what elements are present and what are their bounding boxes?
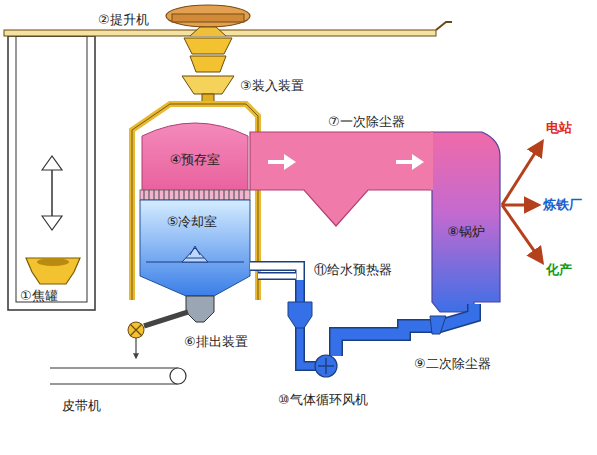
path-shape xyxy=(288,302,312,328)
line-shape xyxy=(164,190,165,200)
path-shape xyxy=(190,246,200,255)
path-shape xyxy=(250,132,432,226)
path-shape xyxy=(268,154,296,170)
path-shape xyxy=(140,200,250,296)
path-shape xyxy=(336,304,474,356)
line-shape xyxy=(244,190,245,200)
ellipse-shape xyxy=(37,258,69,266)
rect-shape xyxy=(140,190,250,200)
g-shape xyxy=(144,190,244,200)
callout-label: ②提升机 xyxy=(98,12,149,28)
line-shape xyxy=(179,190,180,200)
circle-shape xyxy=(315,355,337,377)
path-shape xyxy=(142,123,248,196)
path-shape xyxy=(182,76,234,94)
hoist xyxy=(4,5,452,36)
path-shape xyxy=(258,272,296,280)
line-shape xyxy=(204,190,205,200)
line-shape xyxy=(144,190,145,200)
path-shape xyxy=(190,56,226,72)
circle-shape xyxy=(170,368,186,384)
line-shape xyxy=(154,190,155,200)
destination-label: 电站 xyxy=(546,120,572,136)
circle-shape xyxy=(128,322,144,338)
path-shape xyxy=(130,324,142,336)
callout-label: ③装入装置 xyxy=(240,78,304,94)
path-shape xyxy=(396,154,424,170)
path-shape xyxy=(318,358,334,374)
path-shape xyxy=(502,205,542,262)
callout-label: ⑥排出装置 xyxy=(184,334,248,350)
callout-label: ⑨二次除尘器 xyxy=(414,356,491,372)
path-shape xyxy=(50,368,178,384)
line-shape xyxy=(174,190,175,200)
rect-shape xyxy=(172,14,244,22)
rect-shape xyxy=(8,36,95,310)
line-shape xyxy=(189,190,190,200)
path-shape xyxy=(132,104,258,300)
path-shape xyxy=(336,304,474,356)
path-shape xyxy=(250,266,300,280)
path-shape xyxy=(431,132,433,190)
line-shape xyxy=(239,190,240,200)
boiler xyxy=(432,132,500,312)
charging-device xyxy=(182,38,234,104)
dry-quenching-shaft xyxy=(132,104,258,300)
belt-conveyor xyxy=(50,368,186,384)
path-shape xyxy=(430,316,446,334)
path-shape xyxy=(258,274,296,279)
line-shape xyxy=(234,190,235,200)
part-label: 皮带机 xyxy=(62,398,101,414)
path-shape xyxy=(26,258,80,284)
path-shape xyxy=(190,27,226,36)
boiler: ⑧锅炉 xyxy=(435,218,497,246)
prestorage-chamber: ④预存室 xyxy=(147,140,243,180)
rect-shape xyxy=(16,36,87,302)
path-shape xyxy=(250,266,300,280)
destination-label: 炼铁厂 xyxy=(543,197,582,213)
node-label: ⑧锅炉 xyxy=(447,224,485,240)
callout-label: ①焦罐 xyxy=(20,288,58,304)
line-shape xyxy=(169,190,170,200)
destination-label: 化产 xyxy=(546,262,572,278)
callout-label: ⑪给水预热器 xyxy=(314,262,392,278)
path-shape xyxy=(42,156,62,230)
line-shape xyxy=(159,190,160,200)
primary-dust-collector-duct xyxy=(250,132,432,226)
line-shape xyxy=(184,190,185,200)
ellipse-shape xyxy=(166,5,250,27)
hoist-shaft xyxy=(8,36,95,310)
path-shape xyxy=(135,338,136,358)
path-shape xyxy=(184,38,232,54)
path-shape xyxy=(436,22,452,30)
callout-label: ⑦一次除尘器 xyxy=(328,114,405,130)
line-shape xyxy=(209,190,210,200)
path-shape xyxy=(432,132,500,312)
path-shape xyxy=(502,142,542,205)
line-shape xyxy=(149,190,150,200)
path-shape xyxy=(502,204,538,207)
line-shape xyxy=(194,190,195,200)
path-shape xyxy=(186,296,214,322)
line-shape xyxy=(219,190,220,200)
boiler-outlets xyxy=(502,142,542,262)
line-shape xyxy=(224,190,225,200)
path-shape xyxy=(132,104,258,300)
line-shape xyxy=(214,190,215,200)
cooling-chamber: ⑤冷却室 xyxy=(142,207,242,237)
node-label: ⑤冷却室 xyxy=(167,214,218,230)
callout-label: ⑩气体循环风机 xyxy=(278,392,368,408)
path-shape xyxy=(144,312,188,326)
line-shape xyxy=(199,190,200,200)
path-shape xyxy=(182,248,208,262)
line-shape xyxy=(229,190,230,200)
node-label: ④预存室 xyxy=(170,152,221,168)
